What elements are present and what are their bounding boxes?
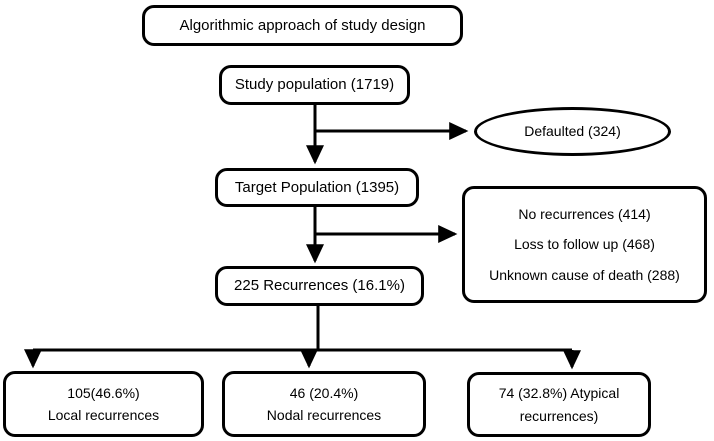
- node-recurrences[interactable]: 225 Recurrences (16.1%): [215, 266, 424, 306]
- node-nodal-recurrences[interactable]: 46 (20.4%) Nodal recurrences: [222, 371, 426, 437]
- node-study-population-label: Study population (1719): [234, 76, 395, 94]
- node-exclusions[interactable]: No recurrences (414) Loss to follow up (…: [462, 186, 707, 303]
- node-local-recurrences[interactable]: 105(46.6%) Local recurrences: [3, 371, 204, 437]
- connector-recurrences-split-bus: [33, 306, 572, 352]
- node-nodal-recurrences-count: 46 (20.4%): [289, 384, 359, 401]
- node-atypical-recurrences-count: 74 (32.8%) Atypical: [498, 385, 620, 402]
- node-defaulted-label: Defaulted (324): [524, 123, 621, 140]
- node-target-population[interactable]: Target Population (1395): [215, 168, 419, 207]
- node-title-label: Algorithmic approach of study design: [179, 16, 426, 34]
- node-title-box[interactable]: Algorithmic approach of study design: [142, 5, 463, 46]
- node-local-recurrences-label: Local recurrences: [47, 407, 160, 423]
- node-nodal-recurrences-label: Nodal recurrences: [266, 407, 382, 423]
- node-atypical-recurrences[interactable]: 74 (32.8%) Atypical recurrences): [467, 372, 651, 437]
- node-defaulted[interactable]: Defaulted (324): [474, 107, 671, 156]
- node-exclusions-line-unknown-cause-of-death: Unknown cause of death (288): [489, 266, 680, 283]
- node-exclusions-line-no-recurrences: No recurrences (414): [518, 206, 651, 223]
- node-target-population-label: Target Population (1395): [234, 178, 400, 196]
- node-recurrences-label: 225 Recurrences (16.1%): [234, 277, 405, 295]
- node-local-recurrences-count: 105(46.6%): [67, 384, 140, 401]
- node-atypical-recurrences-label: recurrences): [519, 407, 599, 424]
- node-study-population[interactable]: Study population (1719): [219, 65, 410, 105]
- node-exclusions-line-loss-to-follow-up: Loss to follow up (468): [514, 236, 655, 253]
